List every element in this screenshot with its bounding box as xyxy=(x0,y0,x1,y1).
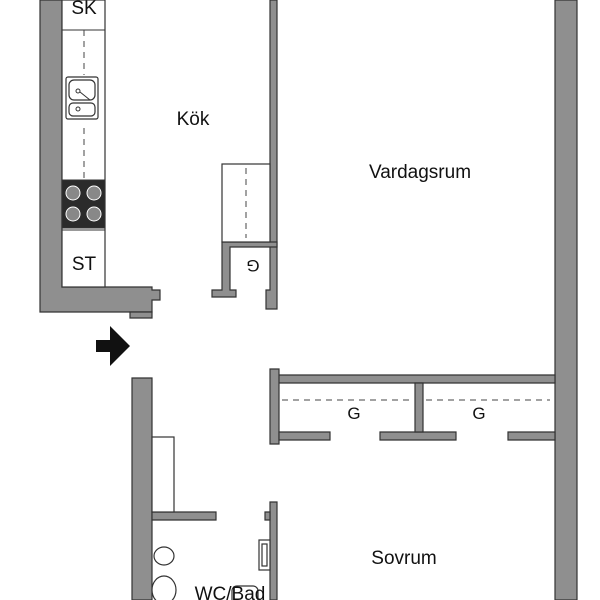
wall-wardrobe-divider xyxy=(414,382,424,433)
toilet-icon xyxy=(151,546,177,600)
sink-icon xyxy=(65,76,99,120)
stove-burner xyxy=(86,185,102,201)
toilet-bowl xyxy=(151,575,177,600)
room-label-kitchen: Kök xyxy=(177,109,210,130)
walls xyxy=(39,0,578,600)
entrance-arrow-shape xyxy=(96,326,130,366)
washbasin-outline xyxy=(231,585,259,600)
toilet-tank xyxy=(153,546,175,566)
wall-kitchen-living xyxy=(265,0,278,310)
wall-entrance-stub xyxy=(129,311,153,319)
wall-right-outer xyxy=(554,0,578,600)
wall-bathroom-stub xyxy=(264,511,271,521)
radiator-icon xyxy=(258,539,271,571)
label-g-wardrobe-1: G xyxy=(347,404,360,423)
sink-drain-1 xyxy=(75,88,81,94)
radiator-inner xyxy=(261,543,268,567)
sink-basin-1 xyxy=(68,79,96,101)
room-label-living-room: Vardagsrum xyxy=(369,162,471,183)
wall-bathroom-top xyxy=(151,511,217,521)
wall-wardrobe-bottom-2 xyxy=(379,431,457,441)
stove-burner xyxy=(86,206,102,222)
stove-burner xyxy=(65,206,81,222)
stove-icon xyxy=(61,179,106,229)
entrance-arrow-icon xyxy=(96,326,130,366)
kitchen-counter xyxy=(61,0,106,288)
sink-basin-2 xyxy=(68,102,96,117)
wall-left-lower xyxy=(131,377,153,600)
wall-bathroom-bedroom xyxy=(269,501,278,600)
wall-shaft xyxy=(211,241,278,298)
washbasin-icon xyxy=(231,585,259,600)
label-st: ST xyxy=(72,254,97,275)
sink-drain-2 xyxy=(75,106,81,112)
label-sk: SK xyxy=(71,0,97,19)
hall-closet-outline xyxy=(151,436,175,513)
wall-wardrobe-bottom-1 xyxy=(278,431,331,441)
sink-faucet xyxy=(79,91,91,101)
stove-burner xyxy=(65,185,81,201)
room-label-bedroom: Sovrum xyxy=(371,548,436,569)
label-g-kitchen: G xyxy=(246,256,259,275)
hall-closet xyxy=(151,436,175,513)
wall-wardrobe-left xyxy=(269,368,280,445)
label-g-wardrobe-2: G xyxy=(472,404,485,423)
wall-wardrobe-bottom-3 xyxy=(507,431,556,441)
room-label-bathroom: WC/Bad xyxy=(195,584,266,600)
kitchen-cabinet xyxy=(221,163,271,243)
wall-living-bedroom xyxy=(276,374,556,384)
